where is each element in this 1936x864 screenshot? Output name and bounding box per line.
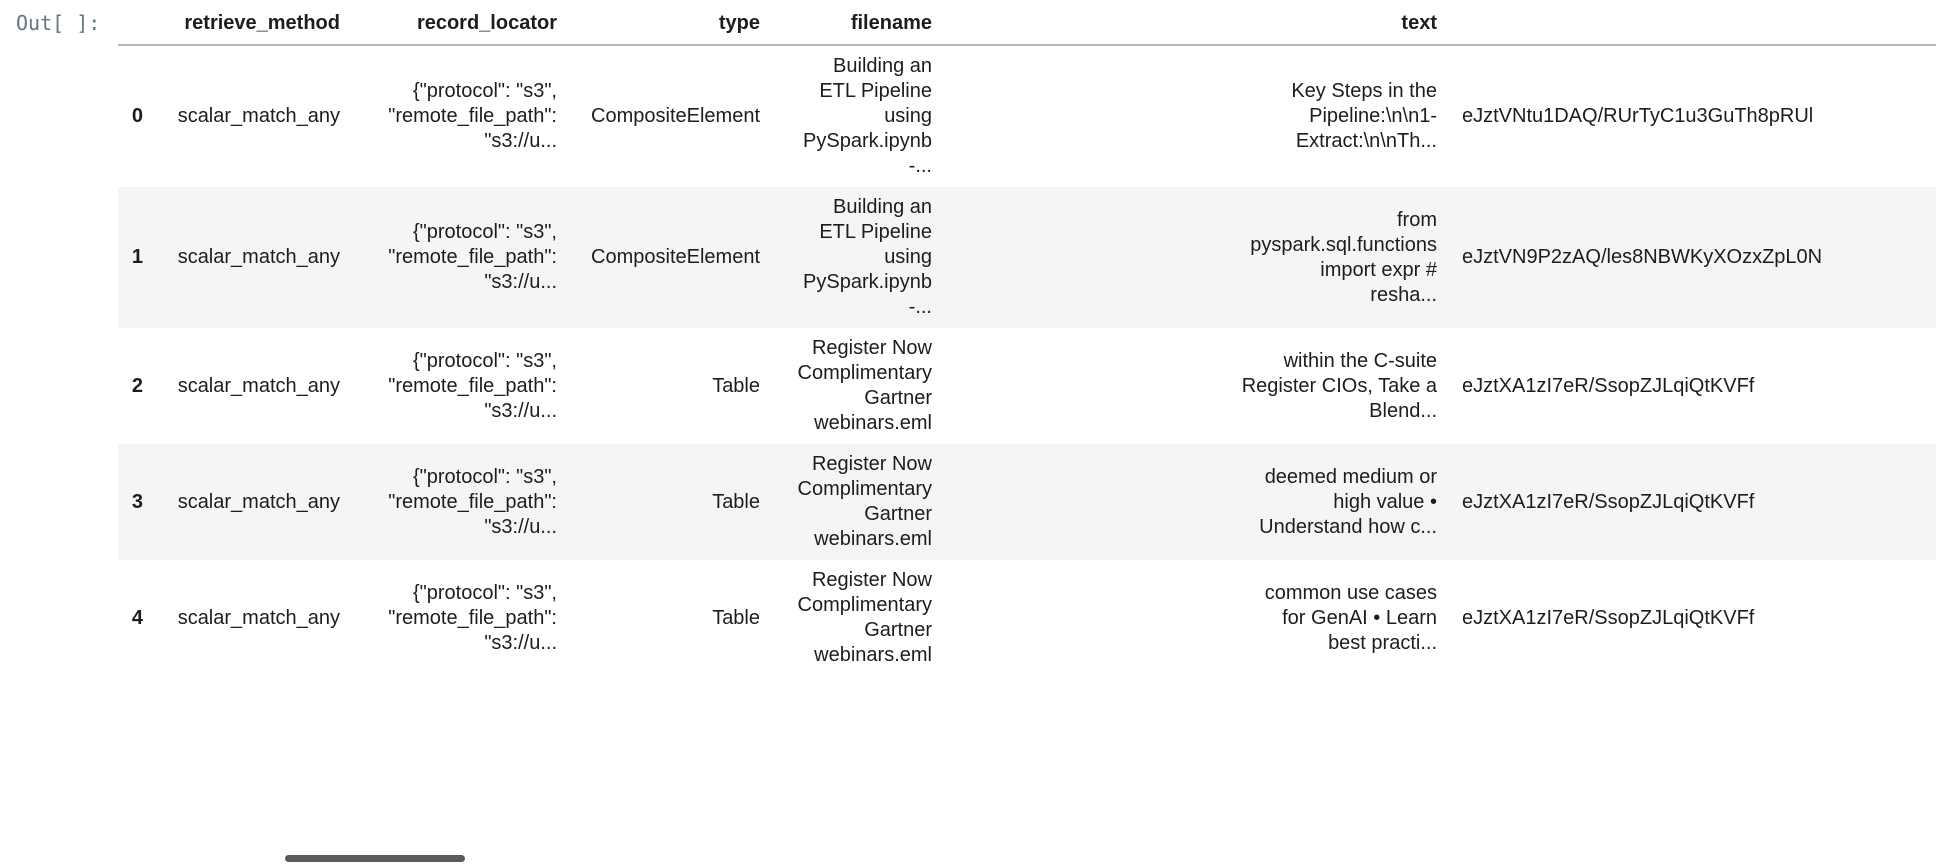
row-index-cell: 1 bbox=[131, 246, 143, 268]
table-cell: {"protocol": "s3", "remote_file_path": "… bbox=[388, 80, 557, 152]
table-cell: scalar_match_any bbox=[177, 105, 340, 127]
table-cell: eJztXA1zI7eR/SsopZJLqiQtKVFf bbox=[1462, 490, 1755, 513]
column-header-record_locator: record_locator bbox=[416, 12, 557, 34]
column-header-blank bbox=[118, 0, 143, 45]
table-cell: {"protocol": "s3", "remote_file_path": "… bbox=[388, 465, 557, 538]
row-index-cell: 0 bbox=[131, 105, 143, 127]
table-cell: Table bbox=[712, 490, 760, 513]
table-cell: Building an ETL Pipeline using PySpark.i… bbox=[803, 196, 932, 318]
table-cell: scalar_match_any bbox=[177, 246, 340, 268]
column-header-retrieve_method: retrieve_method bbox=[184, 12, 340, 34]
column-header-filename: filename bbox=[850, 12, 932, 34]
table-cell: scalar_match_any bbox=[177, 374, 340, 397]
table-cell: from pyspark.sql.functions import expr #… bbox=[1250, 208, 1437, 306]
table-row: 1 scalar_match_any {"protocol": "s3", "rem… bbox=[118, 187, 1936, 328]
column-header-text: text bbox=[1401, 12, 1437, 34]
table-row: 2 scalar_match_any {"protocol": "s3", "rem… bbox=[118, 328, 1936, 444]
table-row: 3 scalar_match_any {"protocol": "s3", "rem… bbox=[118, 444, 1936, 560]
horizontal-scrollbar-thumb[interactable] bbox=[285, 855, 465, 862]
table-cell: common use cases for GenAI • Learn best … bbox=[1264, 581, 1437, 654]
dataframe-scroll-area[interactable]: retrieve_method record_locator type filenam… bbox=[118, 0, 1936, 864]
out-prompt-label: Out[ ]: bbox=[16, 11, 101, 35]
table-cell: scalar_match_any bbox=[177, 490, 340, 513]
table-cell: {"protocol": "s3", "remote_file_path": "… bbox=[388, 221, 557, 293]
table-header-row: retrieve_method record_locator type filenam… bbox=[118, 0, 1936, 45]
table-cell: scalar_match_any bbox=[177, 606, 340, 629]
table-cell: CompositeElement bbox=[591, 246, 760, 268]
table-cell: eJztVNtu1DAQ/RUrTyC1u3GuTh8pRUl bbox=[1462, 105, 1814, 127]
table-cell: eJztVN9P2zAQ/les8NBWKyXOzxZpL0N bbox=[1462, 246, 1823, 268]
dataframe-body: 0 scalar_match_any {"protocol": "s3", "rem… bbox=[118, 45, 1936, 676]
column-header-type: type bbox=[718, 12, 760, 34]
row-index-cell: 3 bbox=[131, 490, 143, 513]
table-cell: {"protocol": "s3", "remote_file_path": "… bbox=[388, 581, 557, 654]
table-cell: eJztXA1zI7eR/SsopZJLqiQtKVFf bbox=[1462, 374, 1755, 397]
table-cell: deemed medium or high value • Understand… bbox=[1259, 465, 1437, 538]
table-cell: Building an ETL Pipeline using PySpark.i… bbox=[803, 55, 932, 177]
table-row: 4 scalar_match_any {"protocol": "s3", "rem… bbox=[118, 560, 1936, 676]
table-cell: CompositeElement bbox=[591, 105, 760, 127]
dataframe-header-row: retrieve_method record_locator type filenam… bbox=[118, 0, 1936, 45]
table-cell: {"protocol": "s3", "remote_file_path": "… bbox=[388, 349, 557, 422]
row-index-cell: 4 bbox=[131, 606, 143, 629]
table-cell: Register Now Complimentary Gartner webin… bbox=[797, 453, 932, 550]
column-header-blank bbox=[1437, 0, 1936, 45]
table-cell: Register Now Complimentary Gartner webin… bbox=[797, 337, 932, 434]
table-cell: Key Steps in the Pipeline:\n\n1- Extract… bbox=[1291, 80, 1437, 152]
table-row: 0 scalar_match_any {"protocol": "s3", "rem… bbox=[118, 45, 1936, 187]
table-cell: Register Now Complimentary Gartner webin… bbox=[797, 569, 932, 666]
table-cell: Table bbox=[712, 606, 760, 629]
row-index-cell: 2 bbox=[131, 374, 143, 397]
table-cell: eJztXA1zI7eR/SsopZJLqiQtKVFf bbox=[1462, 606, 1755, 629]
dataframe-table: retrieve_method record_locator type filenam… bbox=[118, 0, 1936, 676]
table-cell: Table bbox=[712, 374, 760, 397]
table-cell: within the C-suite Register CIOs, Take a… bbox=[1241, 349, 1437, 422]
